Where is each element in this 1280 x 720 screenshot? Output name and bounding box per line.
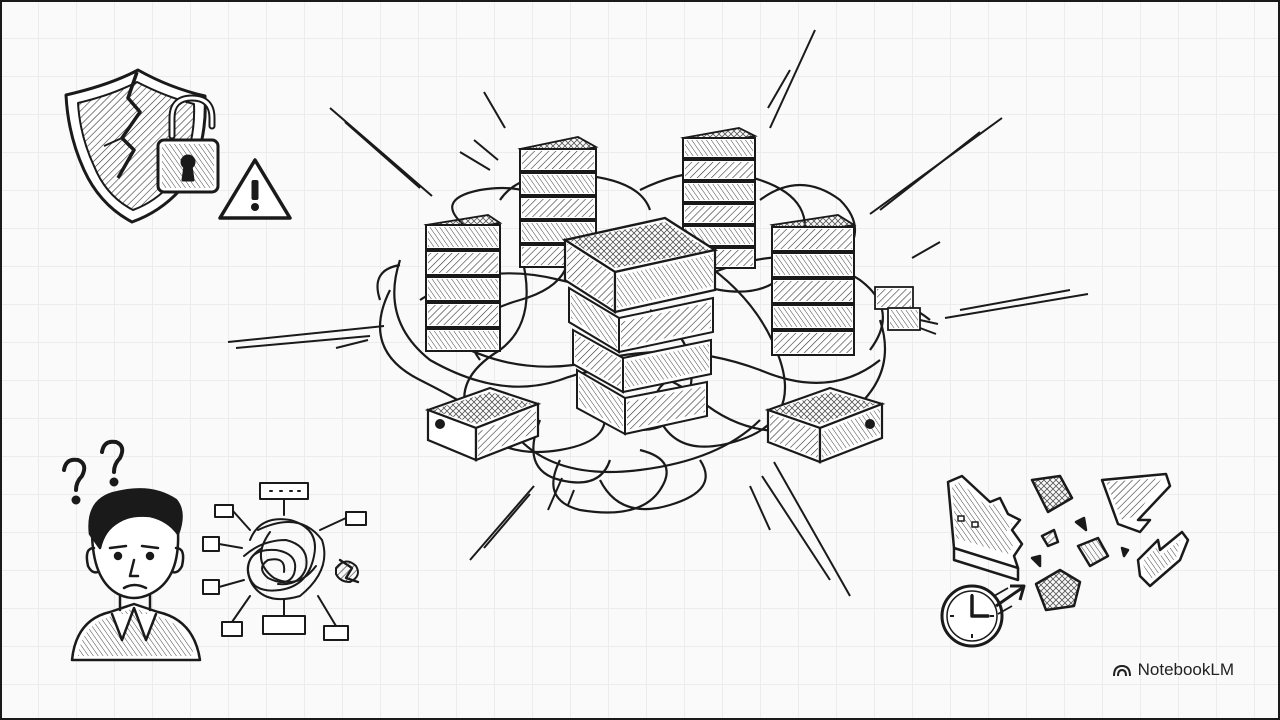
watermark-text: NotebookLM	[1137, 660, 1234, 679]
confused-person	[70, 488, 202, 662]
broken-shield-open-lock-warning-icon	[64, 68, 292, 224]
server-box-bottom-right	[764, 386, 886, 464]
flying-fragments	[1030, 474, 1130, 612]
motion-arrow	[993, 584, 1026, 615]
warning-triangle-icon	[218, 158, 292, 220]
bent-arrow-blocks	[1100, 472, 1190, 588]
question-marks	[62, 439, 125, 505]
server-stack-center	[561, 216, 719, 436]
notebooklm-watermark: NotebookLM	[1112, 660, 1234, 680]
confused-person-tangled-diagram-icon	[62, 439, 367, 662]
server-stack-left	[423, 214, 503, 352]
server-box-bottom-left	[424, 386, 542, 462]
notebooklm-logo-icon	[1112, 664, 1131, 677]
burst-lines	[227, 29, 1089, 597]
clock-icon	[940, 584, 1004, 648]
broken-block	[946, 474, 1024, 582]
tangled-diagram-icon	[202, 482, 367, 641]
crumbling-blocks-clock-icon	[940, 472, 1190, 648]
open-padlock-icon	[156, 94, 220, 194]
server-stack-right	[769, 214, 939, 356]
tangled-server-cluster-icon	[227, 29, 1089, 597]
